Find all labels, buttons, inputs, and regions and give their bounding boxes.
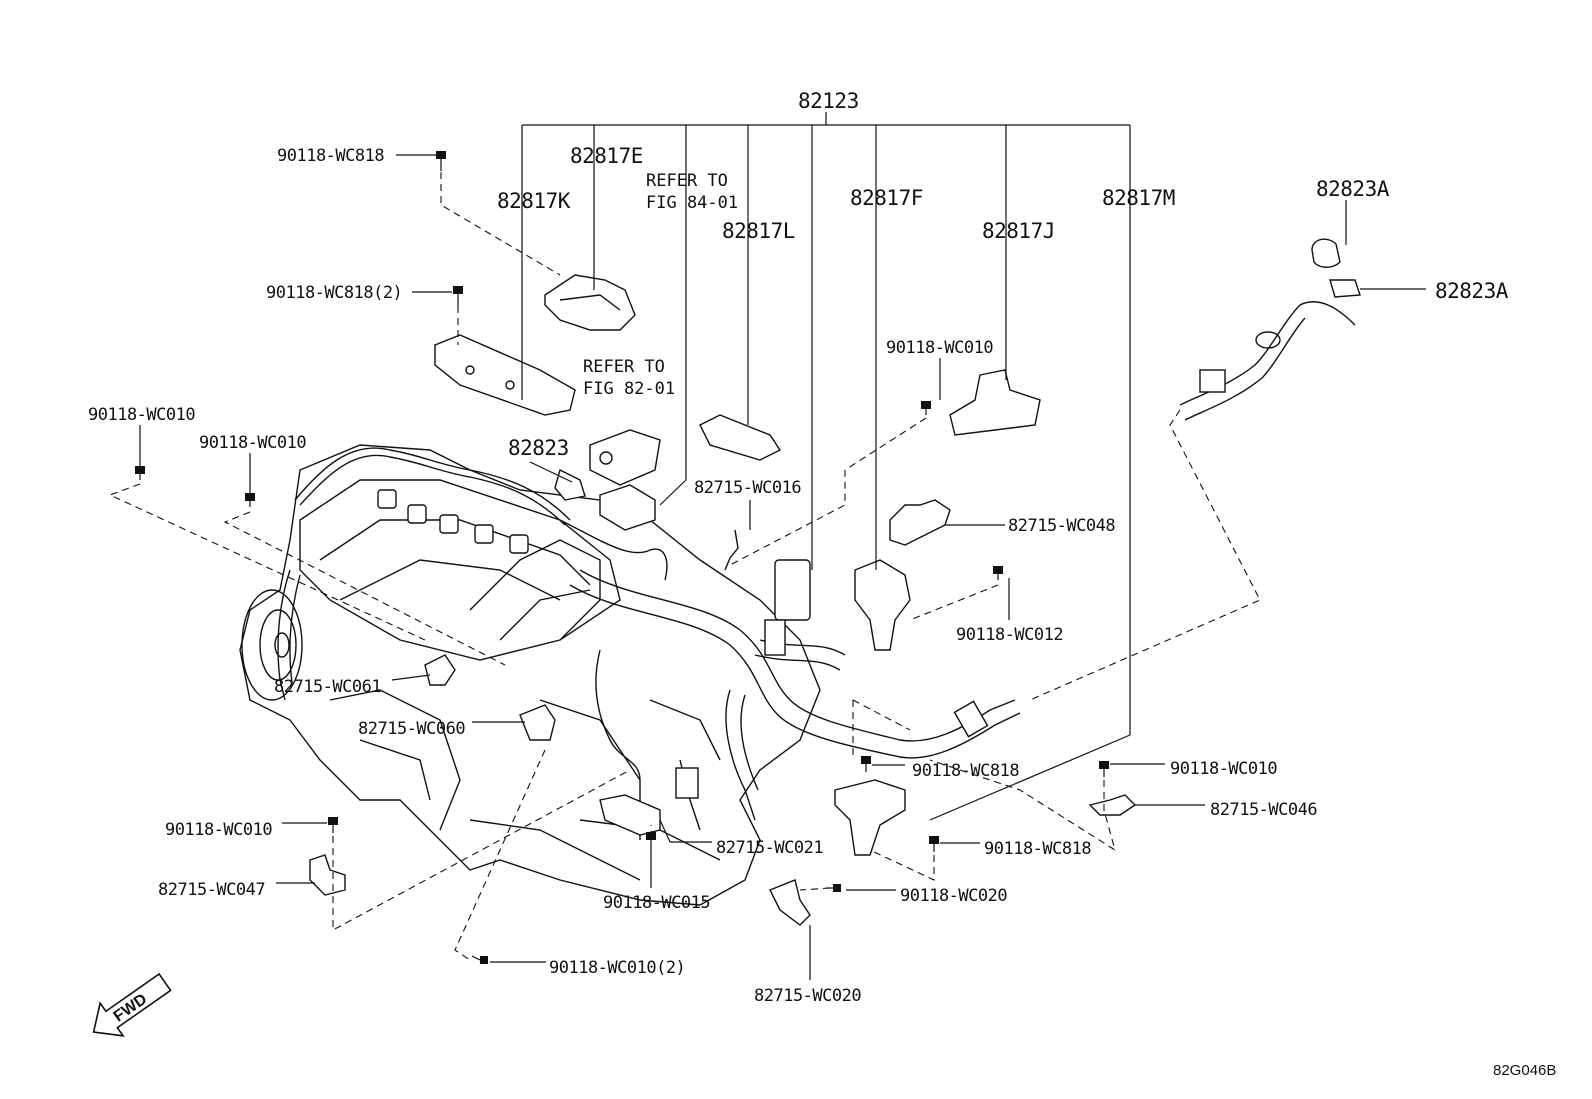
label-82123: 82123 xyxy=(798,89,859,113)
bolt-icon xyxy=(861,756,871,772)
figure-code: 82G046B xyxy=(1493,1062,1556,1079)
part-labels: 82123 82817E 82817K REFER TO FIG 84-01 8… xyxy=(88,89,1556,1079)
bracket-lower-mid xyxy=(834,779,906,856)
label-ref-82-line2: FIG 82-01 xyxy=(583,379,675,399)
clamp-82715-WC048 xyxy=(889,499,951,546)
label-90118-WC015: 90118-WC015 xyxy=(603,893,710,913)
label-82715-WC046: 82715-WC046 xyxy=(1210,800,1317,820)
bolt-icon xyxy=(436,151,446,171)
engine-illustration xyxy=(239,444,1021,906)
sensor-82823 xyxy=(589,429,661,486)
bolt-icon xyxy=(453,286,463,306)
clamp-82715-WC060 xyxy=(519,704,556,741)
label-90118-WC818-2: 90118-WC818(2) xyxy=(266,283,402,303)
label-90118-WC010-left: 90118-WC010 xyxy=(88,405,195,425)
bolt-icon xyxy=(921,401,931,415)
label-90118-WC010-mid: 90118-WC010 xyxy=(199,433,306,453)
label-82817M: 82817M xyxy=(1102,186,1175,210)
cap-82823A-top xyxy=(1311,238,1341,268)
label-82817L: 82817L xyxy=(722,219,795,243)
bracket-82817L xyxy=(699,414,782,461)
label-82817J: 82817J xyxy=(982,219,1055,243)
label-90118-WC818-low: 90118-WC818 xyxy=(984,839,1091,859)
bolt-icon xyxy=(328,817,338,833)
bracket-82715-WC021 xyxy=(599,794,661,836)
fwd-arrow-icon: FWD xyxy=(92,972,172,1037)
label-ref-84-line1: REFER TO xyxy=(646,171,728,191)
bolt-icon xyxy=(1099,761,1109,777)
leader-lines xyxy=(139,112,1426,980)
bolt-icon xyxy=(471,955,488,964)
label-90118-WC012: 90118-WC012 xyxy=(956,625,1063,645)
label-82817F: 82817F xyxy=(850,186,923,210)
clamp-82715-WC046 xyxy=(1088,794,1137,816)
label-90118-WC818-mid: 90118-WC818 xyxy=(912,761,1019,781)
label-82715-WC047: 82715-WC047 xyxy=(158,880,265,900)
connector-82823A xyxy=(1329,279,1361,298)
bolt-icon xyxy=(135,466,145,480)
label-90118-WC818-top: 90118-WC818 xyxy=(277,146,384,166)
label-90118-WC010-bl: 90118-WC010 xyxy=(165,820,272,840)
label-ref-82-line1: REFER TO xyxy=(583,357,665,377)
label-90118-WC010-2: 90118-WC010(2) xyxy=(549,958,685,978)
clamp-82715-WC016 xyxy=(724,529,739,571)
clamp-82715-WC061 xyxy=(424,654,456,686)
label-ref-84-line2: FIG 84-01 xyxy=(646,193,738,213)
label-82715-WC021: 82715-WC021 xyxy=(716,838,823,858)
label-82715-WC048: 82715-WC048 xyxy=(1008,516,1115,536)
label-82817K: 82817K xyxy=(497,189,571,213)
bracket-82817K xyxy=(434,334,576,416)
bracket-82817E xyxy=(544,274,636,331)
label-90118-WC020: 90118-WC020 xyxy=(900,886,1007,906)
label-90118-WC010-right-up: 90118-WC010 xyxy=(886,338,993,358)
label-82715-WC061: 82715-WC061 xyxy=(274,677,381,697)
label-82715-WC020: 82715-WC020 xyxy=(754,986,861,1006)
label-82823A-right: 82823A xyxy=(1435,279,1509,303)
component-parts xyxy=(309,238,1361,926)
bolt-icon xyxy=(245,493,255,507)
label-82817E: 82817E xyxy=(570,144,643,168)
bracket-82817F xyxy=(854,559,911,651)
label-82823: 82823 xyxy=(508,436,569,460)
label-82823A-top: 82823A xyxy=(1316,177,1390,201)
clamp-82715-WC020 xyxy=(769,879,811,926)
label-90118-WC010-br: 90118-WC010 xyxy=(1170,759,1277,779)
clamp-82715-WC047 xyxy=(309,854,346,896)
label-82715-WC060: 82715-WC060 xyxy=(358,719,465,739)
bracket-82817J xyxy=(949,369,1041,436)
label-82715-WC016: 82715-WC016 xyxy=(694,478,801,498)
bolt-icon xyxy=(993,566,1003,580)
bolt-icon xyxy=(929,836,939,852)
part-ref-84-01 xyxy=(599,484,656,531)
dashed-lines xyxy=(108,172,1261,961)
bolts xyxy=(135,151,1109,964)
